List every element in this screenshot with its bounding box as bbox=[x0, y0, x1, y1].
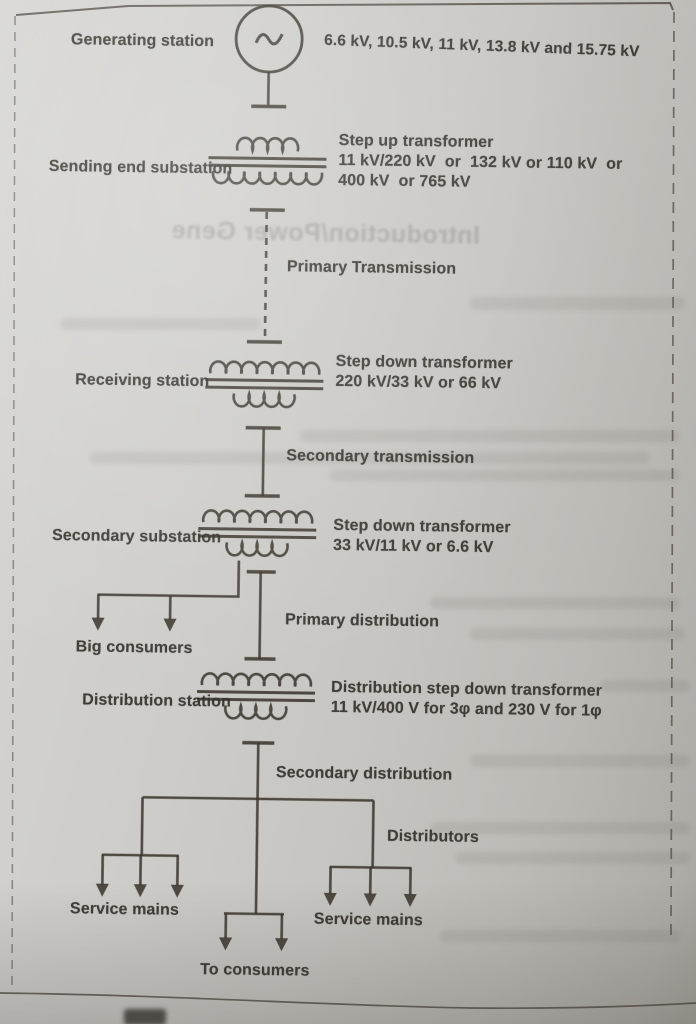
receiving-station-label: Receiving station bbox=[75, 371, 210, 391]
bleed-artifact bbox=[90, 452, 650, 464]
to-consumers-branch bbox=[219, 912, 289, 952]
primary-distribution-label: Primary distribution bbox=[284, 611, 440, 631]
step-down-transformer-icon bbox=[205, 360, 324, 409]
figure-border-left bbox=[11, 15, 16, 991]
bleed-artifact bbox=[455, 852, 690, 864]
secondary-transmission-label: Secondary transmission bbox=[286, 447, 475, 467]
figure-border-top bbox=[15, 1, 674, 16]
service-mains-left-label: Service mains bbox=[69, 900, 180, 919]
bleed-artifact bbox=[600, 680, 690, 692]
service-mains-right-label: Service mains bbox=[313, 910, 423, 930]
ac-generator-icon bbox=[234, 4, 304, 109]
secondary-transmission-line bbox=[244, 425, 281, 498]
bleed-artifact bbox=[430, 822, 690, 834]
generating-station-label: Generating station bbox=[70, 31, 215, 51]
primary-transmission-label: Primary Transmission bbox=[286, 258, 457, 278]
bleed-artifact bbox=[300, 430, 680, 442]
bleed-artifact bbox=[330, 470, 680, 481]
distributors-label: Distributors bbox=[386, 827, 480, 846]
to-consumers-label: To consumers bbox=[200, 961, 310, 980]
secondary-distribution-line bbox=[242, 740, 275, 914]
page-edge-line bbox=[0, 992, 696, 1010]
step-up-transformer-icon bbox=[208, 136, 327, 186]
bleed-artifact bbox=[470, 755, 690, 767]
distribution-transformer-icon bbox=[196, 672, 316, 721]
primary-distribution-line bbox=[244, 570, 276, 661]
sending-end-substation-label: Sending end substation bbox=[48, 157, 233, 178]
distributors-branch bbox=[95, 795, 417, 908]
bleed-artifact bbox=[430, 597, 680, 609]
caption-smudge bbox=[124, 1009, 166, 1024]
bleed-artifact bbox=[60, 318, 260, 330]
distribution-station-label: Distribution station bbox=[82, 691, 232, 711]
secondary-distribution-label: Secondary distribution bbox=[275, 764, 453, 784]
secondary-substation-label: Secondary substation bbox=[51, 526, 222, 547]
big-consumers-label: Big consumers bbox=[75, 638, 193, 657]
primary-transmission-line bbox=[246, 208, 285, 344]
step-down-transformer-icon bbox=[198, 509, 317, 558]
figure-border-right bbox=[670, 11, 675, 939]
bleed-artifact bbox=[470, 297, 685, 310]
bleed-artifact bbox=[470, 628, 685, 640]
bleed-artifact bbox=[440, 930, 680, 942]
big-consumers-branch bbox=[91, 560, 241, 632]
